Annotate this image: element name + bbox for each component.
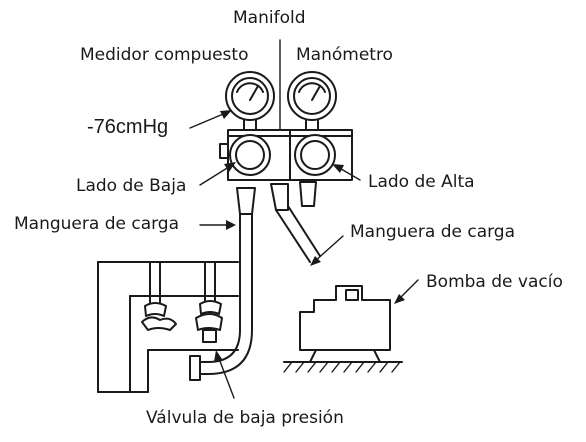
charge-hose-left [189, 187, 256, 381]
charge-hose-right [270, 183, 321, 263]
manifold-label: Manifold [233, 8, 306, 28]
outdoor-unit [97, 261, 239, 393]
charge-hose-left-label: Manguera de carga [14, 214, 180, 234]
valve-knob-low [229, 134, 271, 176]
pressure-gauge-label: Manómetro [296, 45, 393, 65]
vacuum-reading-label: -76cmHg [87, 116, 169, 138]
center-connector [299, 181, 317, 207]
low-pressure-valve-label: Válvula de baja presión [146, 408, 344, 428]
vacuum-pump [283, 285, 403, 373]
high-side-label: Lado de Alta [368, 172, 475, 192]
vacuum-pump-label: Bomba de vacío [426, 272, 563, 292]
service-valves [141, 261, 223, 343]
pressure-gauge [287, 71, 337, 121]
valve-knob-high [294, 134, 336, 176]
low-side-label: Lado de Baja [76, 176, 187, 196]
compound-gauge [225, 71, 275, 121]
compound-gauge-label: Medidor compuesto [80, 45, 249, 65]
charge-hose-right-label: Manguera de carga [350, 222, 516, 242]
leader-arrows [189, 110, 419, 399]
